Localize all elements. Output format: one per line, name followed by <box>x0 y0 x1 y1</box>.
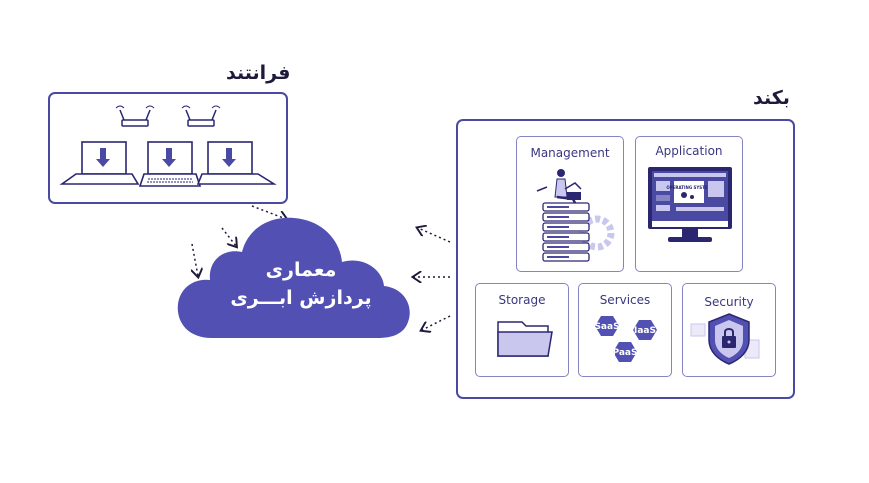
arrow <box>251 205 286 219</box>
router-icon <box>115 105 155 127</box>
laptop-icon <box>138 141 202 187</box>
backend-title: بکند <box>753 87 790 109</box>
storage-label: Storage <box>498 293 546 307</box>
cloud-title-line1: معماری <box>265 259 337 281</box>
arrow <box>192 243 198 276</box>
os-screen-text: OPERATING SYSTEM <box>666 185 711 190</box>
hex-saas-label: SaaS <box>594 322 619 332</box>
laptop-icon <box>196 141 277 185</box>
services-hexagons: SaaS IaaS PaaS <box>594 316 657 362</box>
application-card: Application OPERATING SYSTEM <box>635 136 743 272</box>
application-label: Application <box>655 144 723 158</box>
frontend-devices <box>59 105 277 187</box>
services-card: Services SaaS IaaS PaaS <box>578 283 672 377</box>
storage-card: Storage <box>475 283 569 377</box>
server-person-icon <box>536 169 615 262</box>
cloud-title-line2: پردازش ابـــری <box>230 287 372 309</box>
router-icon <box>181 105 221 127</box>
management-label: Management <box>530 146 610 160</box>
security-label: Security <box>704 295 754 309</box>
arrow <box>422 315 451 330</box>
shield-icon <box>690 313 760 365</box>
hex-paas: PaaS <box>613 342 638 362</box>
frontend-panel <box>48 92 288 204</box>
hex-iaas-label: IaaS <box>634 326 656 336</box>
laptop-icon <box>59 141 140 185</box>
services-label: Services <box>599 293 651 307</box>
hex-saas: SaaS <box>594 316 620 336</box>
management-card: Management <box>516 136 624 272</box>
security-card: Security <box>682 283 776 377</box>
cloud-title: معماری پردازش ابـــری <box>196 256 406 312</box>
arrow <box>418 228 451 243</box>
arrow <box>221 227 236 246</box>
hex-paas-label: PaaS <box>613 348 638 358</box>
cloud-shape <box>177 217 410 338</box>
hex-iaas: IaaS <box>633 320 657 340</box>
folder-icon <box>497 321 553 357</box>
frontend-title: فرانتند <box>226 62 291 84</box>
monitor-icon: OPERATING SYSTEM <box>648 167 732 242</box>
